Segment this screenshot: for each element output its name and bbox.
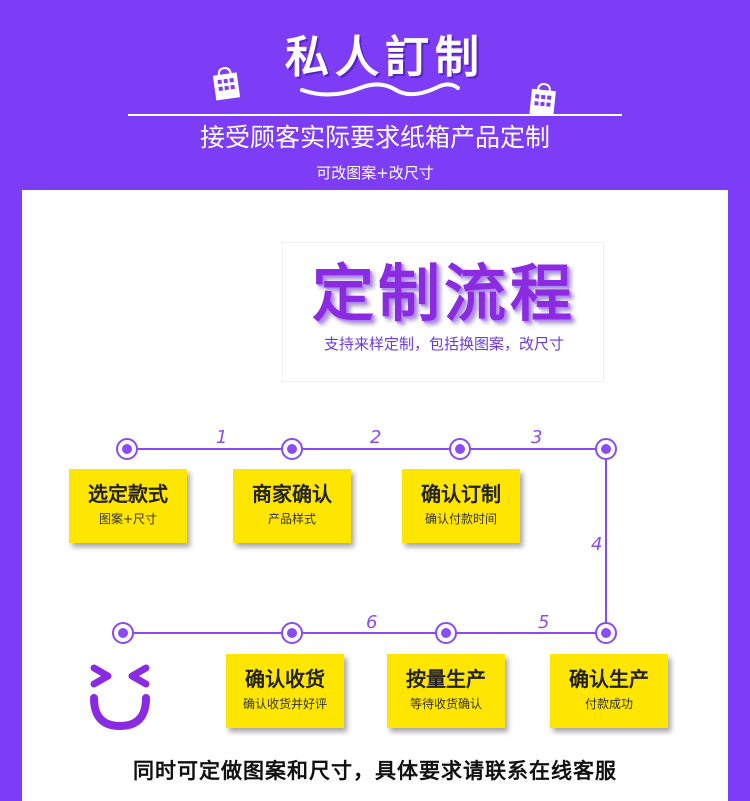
step-desc: 产品样式 bbox=[267, 512, 316, 526]
step-number-1: 1 bbox=[216, 427, 227, 448]
track-line bbox=[123, 448, 607, 634]
step-desc: 付款成功 bbox=[584, 697, 633, 711]
step-desc: 等待收货确认 bbox=[409, 697, 482, 711]
step-desc: 确认付款时间 bbox=[424, 512, 497, 526]
flow-heading-box: 定制流程 支持来样定制，包括换图案，改尺寸 bbox=[282, 242, 604, 382]
step-title: 确认订制 bbox=[421, 482, 501, 506]
step-number-3: 3 bbox=[531, 427, 542, 448]
step-number-5: 5 bbox=[538, 612, 549, 633]
flow-title: 定制流程 bbox=[311, 257, 576, 330]
page-title: 私人訂制 bbox=[285, 32, 485, 83]
flow-subtitle: 支持来样定制，包括换图案，改尺寸 bbox=[323, 335, 564, 353]
step-number-6: 6 bbox=[366, 612, 377, 633]
step-card-confirm-order: 确认订制 确认付款时间 bbox=[402, 469, 520, 543]
step-card-select-style: 选定款式 图案+尺寸 bbox=[69, 469, 187, 543]
step-card-merchant-confirm: 商家确认 产品样式 bbox=[233, 469, 351, 543]
step-title: 选定款式 bbox=[88, 482, 168, 506]
step-card-mass-production: 按量生产 等待收货确认 bbox=[387, 654, 505, 728]
step-card-confirm-production: 确认生产 付款成功 bbox=[550, 654, 668, 728]
step-title: 商家确认 bbox=[252, 482, 332, 506]
header-subtitle: 接受顾客实际要求纸箱产品定制 bbox=[199, 123, 550, 152]
step-title: 按量生产 bbox=[406, 667, 486, 691]
step-desc: 图案+尺寸 bbox=[98, 512, 158, 526]
step-title: 确认收货 bbox=[245, 667, 325, 691]
header-banner: 私人訂制 接受顾客实际要求纸箱产品定制 可改图案+改尺寸 bbox=[0, 0, 750, 190]
step-card-confirm-receipt: 确认收货 确认收货并好评 bbox=[226, 654, 344, 728]
header-note: 可改图案+改尺寸 bbox=[316, 164, 434, 182]
decorative-swirl bbox=[300, 82, 460, 97]
smiley-face-icon bbox=[90, 664, 150, 730]
header-divider bbox=[128, 114, 622, 116]
step-desc: 确认收货并好评 bbox=[242, 697, 327, 711]
step-number-4: 4 bbox=[591, 534, 602, 555]
shopping-bag-icon bbox=[529, 83, 556, 117]
track-nodes bbox=[112, 438, 617, 644]
step-title: 确认生产 bbox=[569, 667, 649, 691]
footer-text: 同时可定做图案和尺寸，具体要求请联系在线客服 bbox=[133, 759, 617, 783]
step-number-2: 2 bbox=[370, 427, 381, 448]
shopping-bag-icon bbox=[212, 67, 241, 101]
